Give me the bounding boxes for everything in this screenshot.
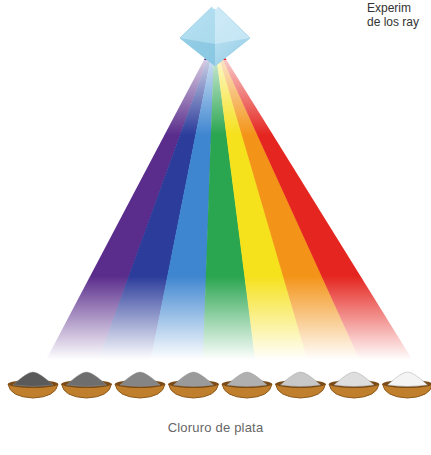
bowl — [329, 372, 379, 398]
prism — [180, 3, 250, 66]
bowl — [169, 372, 219, 398]
bowl — [8, 372, 58, 398]
bowl — [383, 372, 431, 398]
silver-chloride-bowls — [8, 372, 431, 398]
bowl — [62, 372, 112, 398]
bowl — [222, 372, 272, 398]
bowl — [276, 372, 326, 398]
fade-overlay — [0, 60, 431, 360]
note-text: Experim — [367, 1, 411, 15]
caption: Cloruro de plata — [0, 420, 431, 435]
fade-overlay — [0, 60, 431, 360]
note-text: de los ray — [367, 15, 419, 29]
bowl — [115, 372, 165, 398]
